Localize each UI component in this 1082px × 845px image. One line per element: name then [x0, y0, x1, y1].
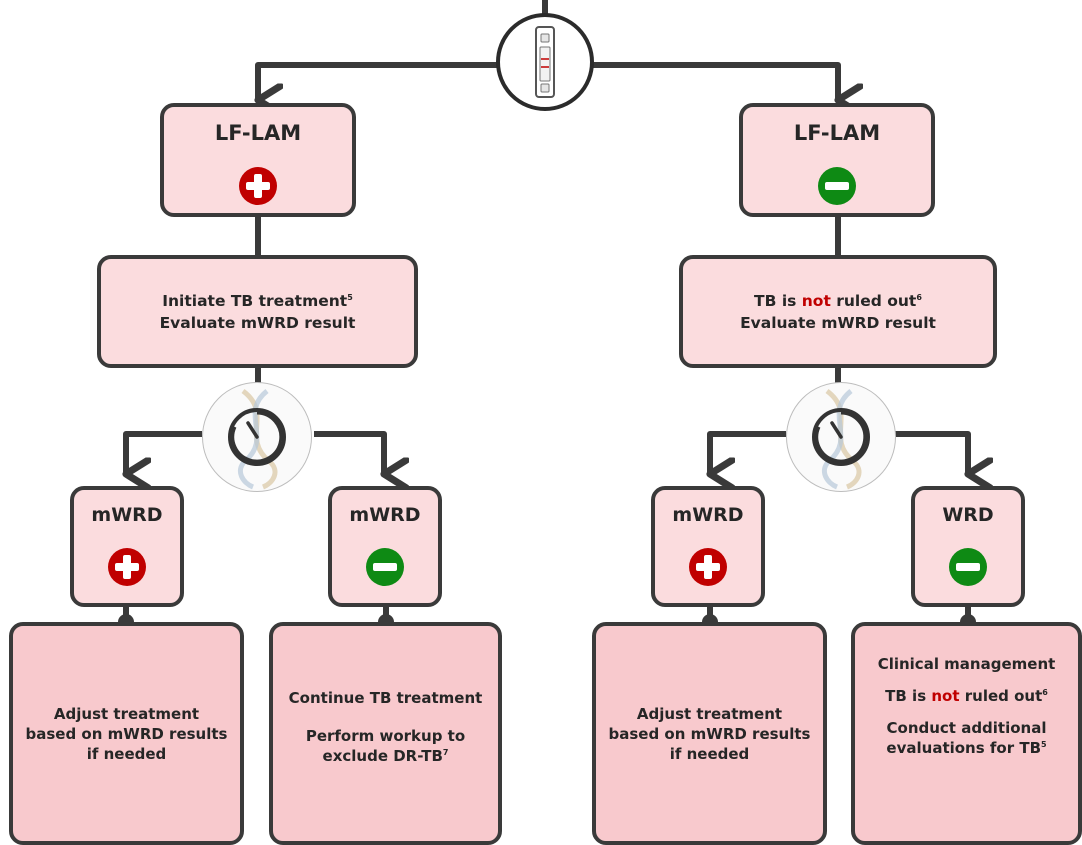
left-action-box: Initiate TB treatment5 Evaluate mWRD res… [97, 255, 418, 368]
result-line2: based on mWRD results [608, 724, 811, 743]
right-action-box: TB is not ruled out6 Evaluate mWRD resul… [679, 255, 997, 368]
negative-minus-icon [818, 167, 856, 205]
emphasis-not: not [801, 291, 831, 310]
result-line1: Adjust treatment [53, 704, 200, 723]
result-line1: Continue TB treatment [288, 689, 483, 707]
result-line1: Clinical management [877, 655, 1056, 673]
left-negative-result-box: Continue TB treatment Perform workup to … [269, 622, 502, 845]
right-lflam-box: LF-LAM [739, 103, 935, 217]
connector-to-left-lflam [258, 62, 498, 100]
result-line2: Perform workup to [305, 727, 466, 745]
left-positive-result-box: Adjust treatment based on mWRD results i… [9, 622, 244, 845]
result-line1: Adjust treatment [636, 704, 783, 723]
footnote-ref: 5 [1041, 740, 1047, 749]
dna-timer-icon [786, 382, 896, 492]
right-lflam-title: LF-LAM [793, 121, 881, 145]
left-lflam-box: LF-LAM [160, 103, 356, 217]
left-lflam-title: LF-LAM [214, 121, 302, 145]
left-action-line2: Evaluate mWRD result [159, 313, 356, 332]
connector-right-to-wrd-neg [892, 431, 968, 474]
negative-minus-icon [366, 548, 404, 586]
connector-left-to-mwrd-pos [126, 431, 202, 474]
footnote-ref: 6 [916, 292, 922, 302]
footnote-ref: 5 [347, 292, 353, 302]
right-action-line2: Evaluate mWRD result [740, 313, 936, 332]
right-wrd-negative-box: WRD [911, 486, 1025, 607]
mwrd-title: mWRD [349, 504, 421, 526]
right-negative-result-box: Clinical management TB is not ruled out6… [851, 622, 1082, 845]
negative-minus-icon [949, 548, 987, 586]
wrd-title: WRD [942, 504, 994, 526]
positive-plus-icon [108, 548, 146, 586]
right-action-line1-a: TB is [754, 291, 802, 310]
emphasis-not: not [931, 687, 960, 705]
result-line2-a: TB is [885, 687, 932, 705]
connector-left-to-mwrd-neg [314, 431, 384, 474]
result-line3: if needed [86, 744, 167, 763]
result-line2-b: ruled out [959, 687, 1043, 705]
result-line4: evaluations for TB [886, 739, 1041, 757]
dna-timer-icon [202, 382, 312, 492]
right-positive-result-box: Adjust treatment based on mWRD results i… [592, 622, 827, 845]
positive-plus-icon [689, 548, 727, 586]
left-mwrd-positive-box: mWRD [70, 486, 184, 607]
footnote-ref: 7 [442, 748, 449, 757]
result-line3: if needed [669, 744, 750, 763]
footnote-ref: 6 [1042, 688, 1048, 697]
left-mwrd-negative-box: mWRD [328, 486, 442, 607]
right-mwrd-positive-box: mWRD [651, 486, 765, 607]
positive-plus-icon [239, 167, 277, 205]
left-action-line1: Initiate TB treatment [162, 291, 348, 310]
connector-right-to-mwrd-pos [710, 431, 786, 474]
mwrd-title: mWRD [91, 504, 163, 526]
right-action-line1-b: ruled out [830, 291, 917, 310]
connector-to-right-lflam [590, 62, 838, 100]
mwrd-title: mWRD [672, 504, 744, 526]
result-line2: based on mWRD results [25, 724, 228, 743]
lateral-flow-test-strip-icon [496, 13, 594, 111]
result-line3: exclude DR-TB [322, 747, 443, 765]
result-line3: Conduct additional [886, 719, 1047, 737]
